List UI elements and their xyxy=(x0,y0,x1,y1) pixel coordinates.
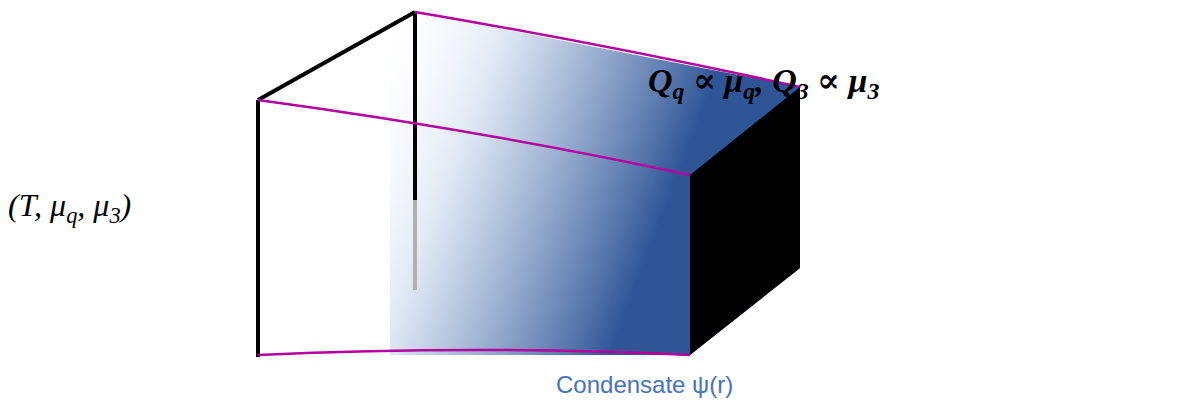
boundary-edge xyxy=(258,12,415,100)
black-hole-horizon xyxy=(690,87,800,355)
condensate-label: Condensate ψ(r) xyxy=(556,372,733,398)
bulk-edge xyxy=(258,100,690,175)
boundary-edge xyxy=(256,100,260,357)
boundary-parameters: (T, μq, μ3) xyxy=(8,188,131,223)
boundary-edge xyxy=(413,12,417,200)
charge-relation: Qq ∝ μq, Q3 ∝ μ3 xyxy=(648,62,879,99)
boundary-hidden-edge xyxy=(413,200,417,290)
bulk-edge xyxy=(258,350,690,355)
